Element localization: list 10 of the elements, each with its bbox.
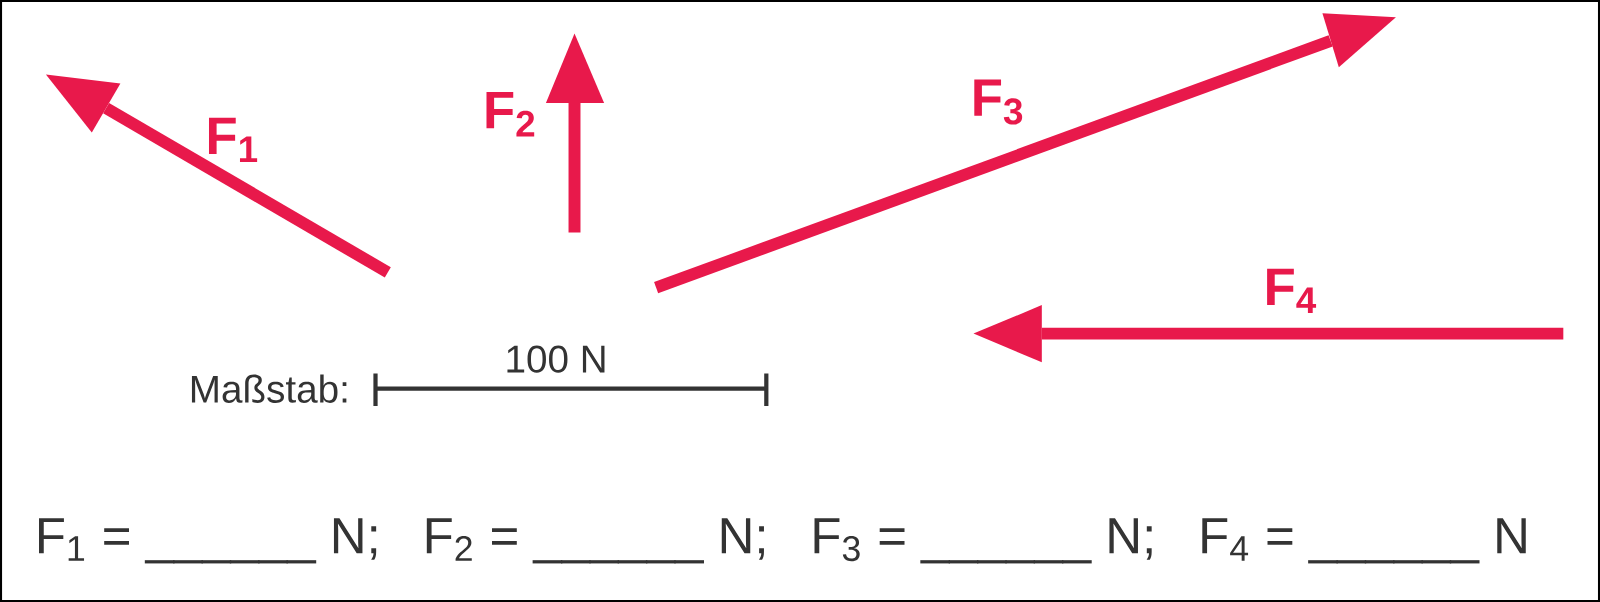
force-label: F$_{2}$	[486, 91, 535, 137]
force-label: F$_{4}$	[1267, 268, 1317, 313]
answer-line: F$_{3}$ = ______ N;	[814, 518, 1152, 564]
force-label: F$_{3}$	[974, 79, 1023, 125]
scale-label: Maßstab:	[191, 374, 347, 403]
answer-line: F$_{1}$ = ______ N;	[39, 518, 377, 564]
answer-line: F$_{2}$ = ______ N;	[426, 518, 764, 564]
scale-value: 100 N	[507, 345, 605, 373]
force-label: F$_{1}$	[209, 117, 258, 162]
answer-line: F$_{4}$ = ______ N	[1202, 518, 1526, 564]
